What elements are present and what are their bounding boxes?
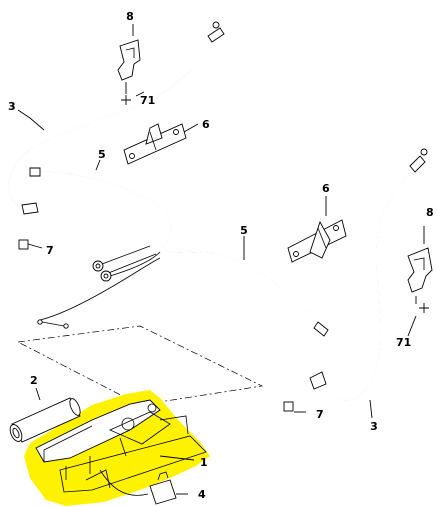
callout-4: 4 [198, 488, 206, 501]
callout-3-bottom: 3 [370, 420, 378, 433]
clip-8-top [117, 24, 141, 94]
callout-6-right: 6 [322, 182, 330, 195]
cable-lower-lead [37, 251, 161, 329]
connector-4 [149, 471, 177, 505]
callout-5-left: 5 [98, 148, 106, 161]
callout-71-top: 71 [140, 94, 155, 107]
callout-5-right: 5 [240, 224, 248, 237]
cable-5-right [115, 250, 329, 337]
clip-8-right [407, 226, 433, 304]
cable-3-left [8, 21, 225, 215]
callout-8-right: 8 [426, 206, 434, 219]
ground-symbol-71-top [121, 95, 131, 105]
box-7-left [18, 239, 29, 250]
callout-2: 2 [30, 374, 38, 387]
bracket-6-right [287, 219, 347, 263]
callout-7-left: 7 [46, 244, 54, 257]
callout-71-right: 71 [396, 336, 411, 349]
lever-assembly-1 [35, 399, 207, 496]
leader-lines [17, 91, 417, 495]
cable-3-right [309, 148, 428, 401]
callout-1: 1 [200, 456, 208, 469]
tube-2 [9, 397, 81, 443]
box-7-bottom [283, 401, 294, 412]
callout-8-top: 8 [126, 10, 134, 23]
bracket-6-top [123, 123, 187, 165]
callout-6-top: 6 [202, 118, 210, 131]
callout-7-bottom: 7 [316, 408, 324, 421]
ground-symbol-71-right [419, 303, 429, 313]
callout-3-left: 3 [8, 100, 16, 113]
adjuster-nuts [92, 245, 157, 282]
